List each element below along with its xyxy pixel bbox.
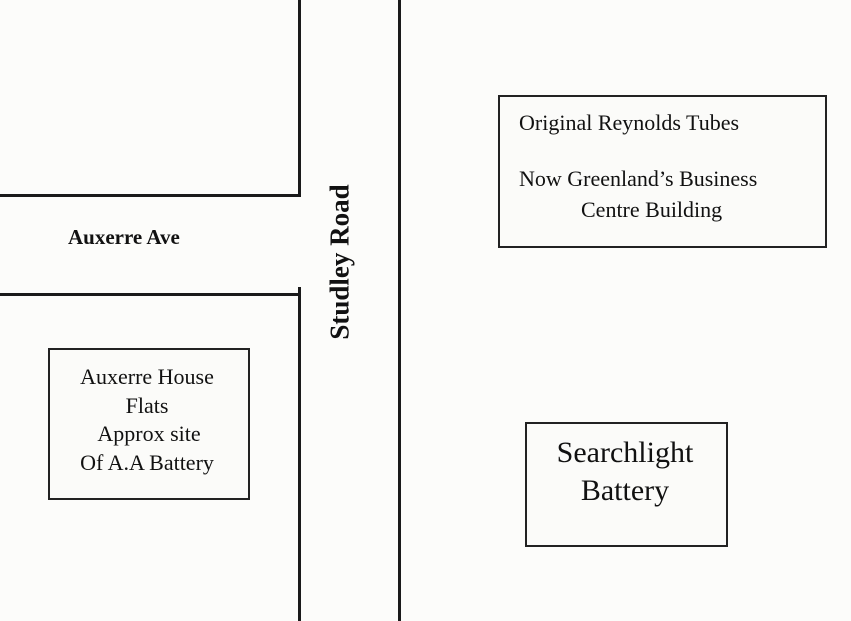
auxerre-house-line-3: Approx site [97,421,201,446]
auxerre-house-building [48,348,250,500]
reynolds-tubes-building [498,95,827,248]
auxerre-ave-south-edge [0,293,301,296]
studley-road-west-edge-upper [298,0,301,196]
auxerre-ave-label: Auxerre Ave [68,225,180,249]
studley-road-west-edge-lower [298,287,301,621]
studley-road-east-edge [398,0,401,621]
auxerre-house-line-1: Auxerre House [80,364,214,389]
searchlight-line-1: Searchlight [556,436,694,469]
reynolds-line-3: Centre Building [581,197,723,222]
reynolds-line-2: Now Greenland’s Business [519,166,758,191]
reynolds-line-1: Original Reynolds Tubes [519,110,740,135]
auxerre-house-line-2: Flats [125,393,169,418]
searchlight-battery-site [525,422,728,547]
auxerre-house-line-4: Of A.A Battery [80,450,214,475]
searchlight-line-2: Battery [580,474,670,507]
studley-road-label: Studley Road [324,184,355,340]
auxerre-ave-north-edge [0,194,301,197]
